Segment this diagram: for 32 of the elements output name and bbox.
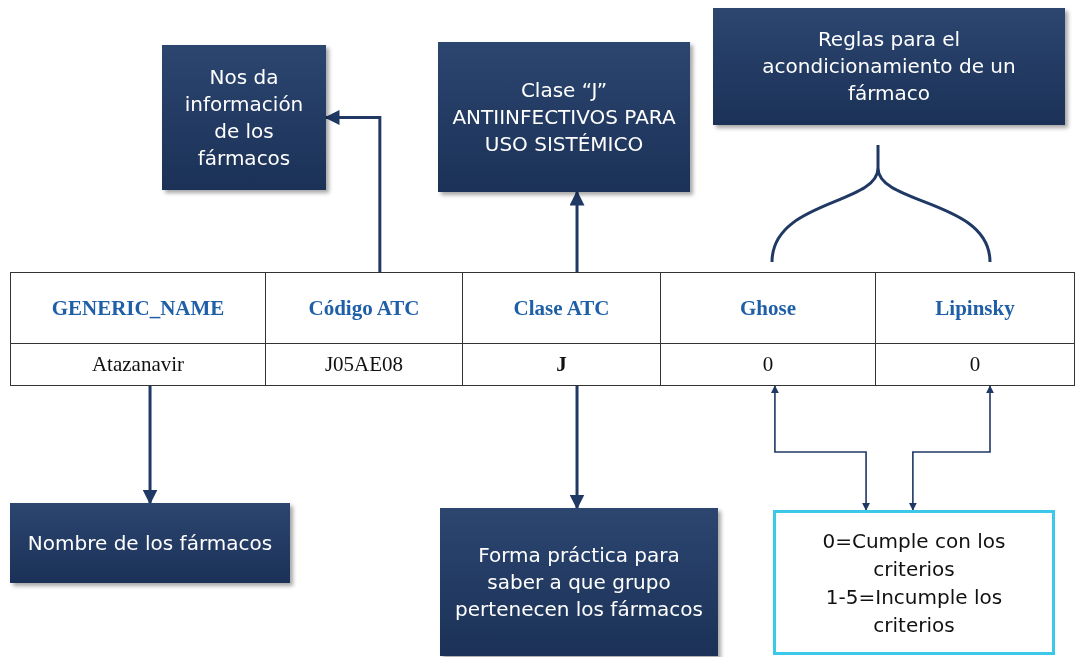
callout-box	[438, 42, 690, 192]
arrow	[908, 385, 994, 511]
callout-box	[713, 8, 1065, 125]
cell-value: Atazanavir	[91, 352, 185, 377]
callout-text: Clase “J” ANTIINFECTIVOS PARA USO SISTÉMICO	[451, 76, 677, 158]
column-header: GENERIC_NAME	[51, 295, 225, 321]
legend-text: 1-5=Incumple los criterios	[824, 583, 1004, 639]
arrow	[569, 190, 585, 272]
legend-box	[773, 510, 1055, 655]
table-cell	[875, 343, 1075, 386]
callout-box	[162, 45, 326, 190]
callout-text: Nos da información de los fármacos	[183, 63, 305, 172]
cell-value: 0	[969, 352, 981, 377]
header-cell	[875, 272, 1075, 344]
table-cell	[10, 343, 266, 386]
cell-value: J	[556, 352, 567, 377]
callout-text: Reglas para el acondicionamiento de un fármaco	[761, 26, 1017, 107]
callout-box	[440, 508, 718, 656]
legend-text: 0=Cumple con los criterios	[821, 527, 1007, 583]
column-header: Código ATC	[308, 295, 420, 321]
column-header: Lipinsky	[935, 295, 1015, 321]
callout-box	[10, 503, 290, 583]
arrow	[569, 386, 585, 510]
column-header: Ghose	[740, 295, 796, 321]
callout-text: Nombre de los fármacos	[27, 529, 273, 557]
header-cell	[10, 272, 266, 344]
arrow	[770, 385, 871, 511]
column-header: Clase ATC	[513, 295, 610, 321]
cell-value: 0	[762, 352, 774, 377]
arrow	[142, 386, 158, 505]
cell-value: J05AE08	[324, 352, 404, 377]
callout-text: Forma práctica para saber a que grupo pertenecen los fármacos	[454, 541, 704, 623]
